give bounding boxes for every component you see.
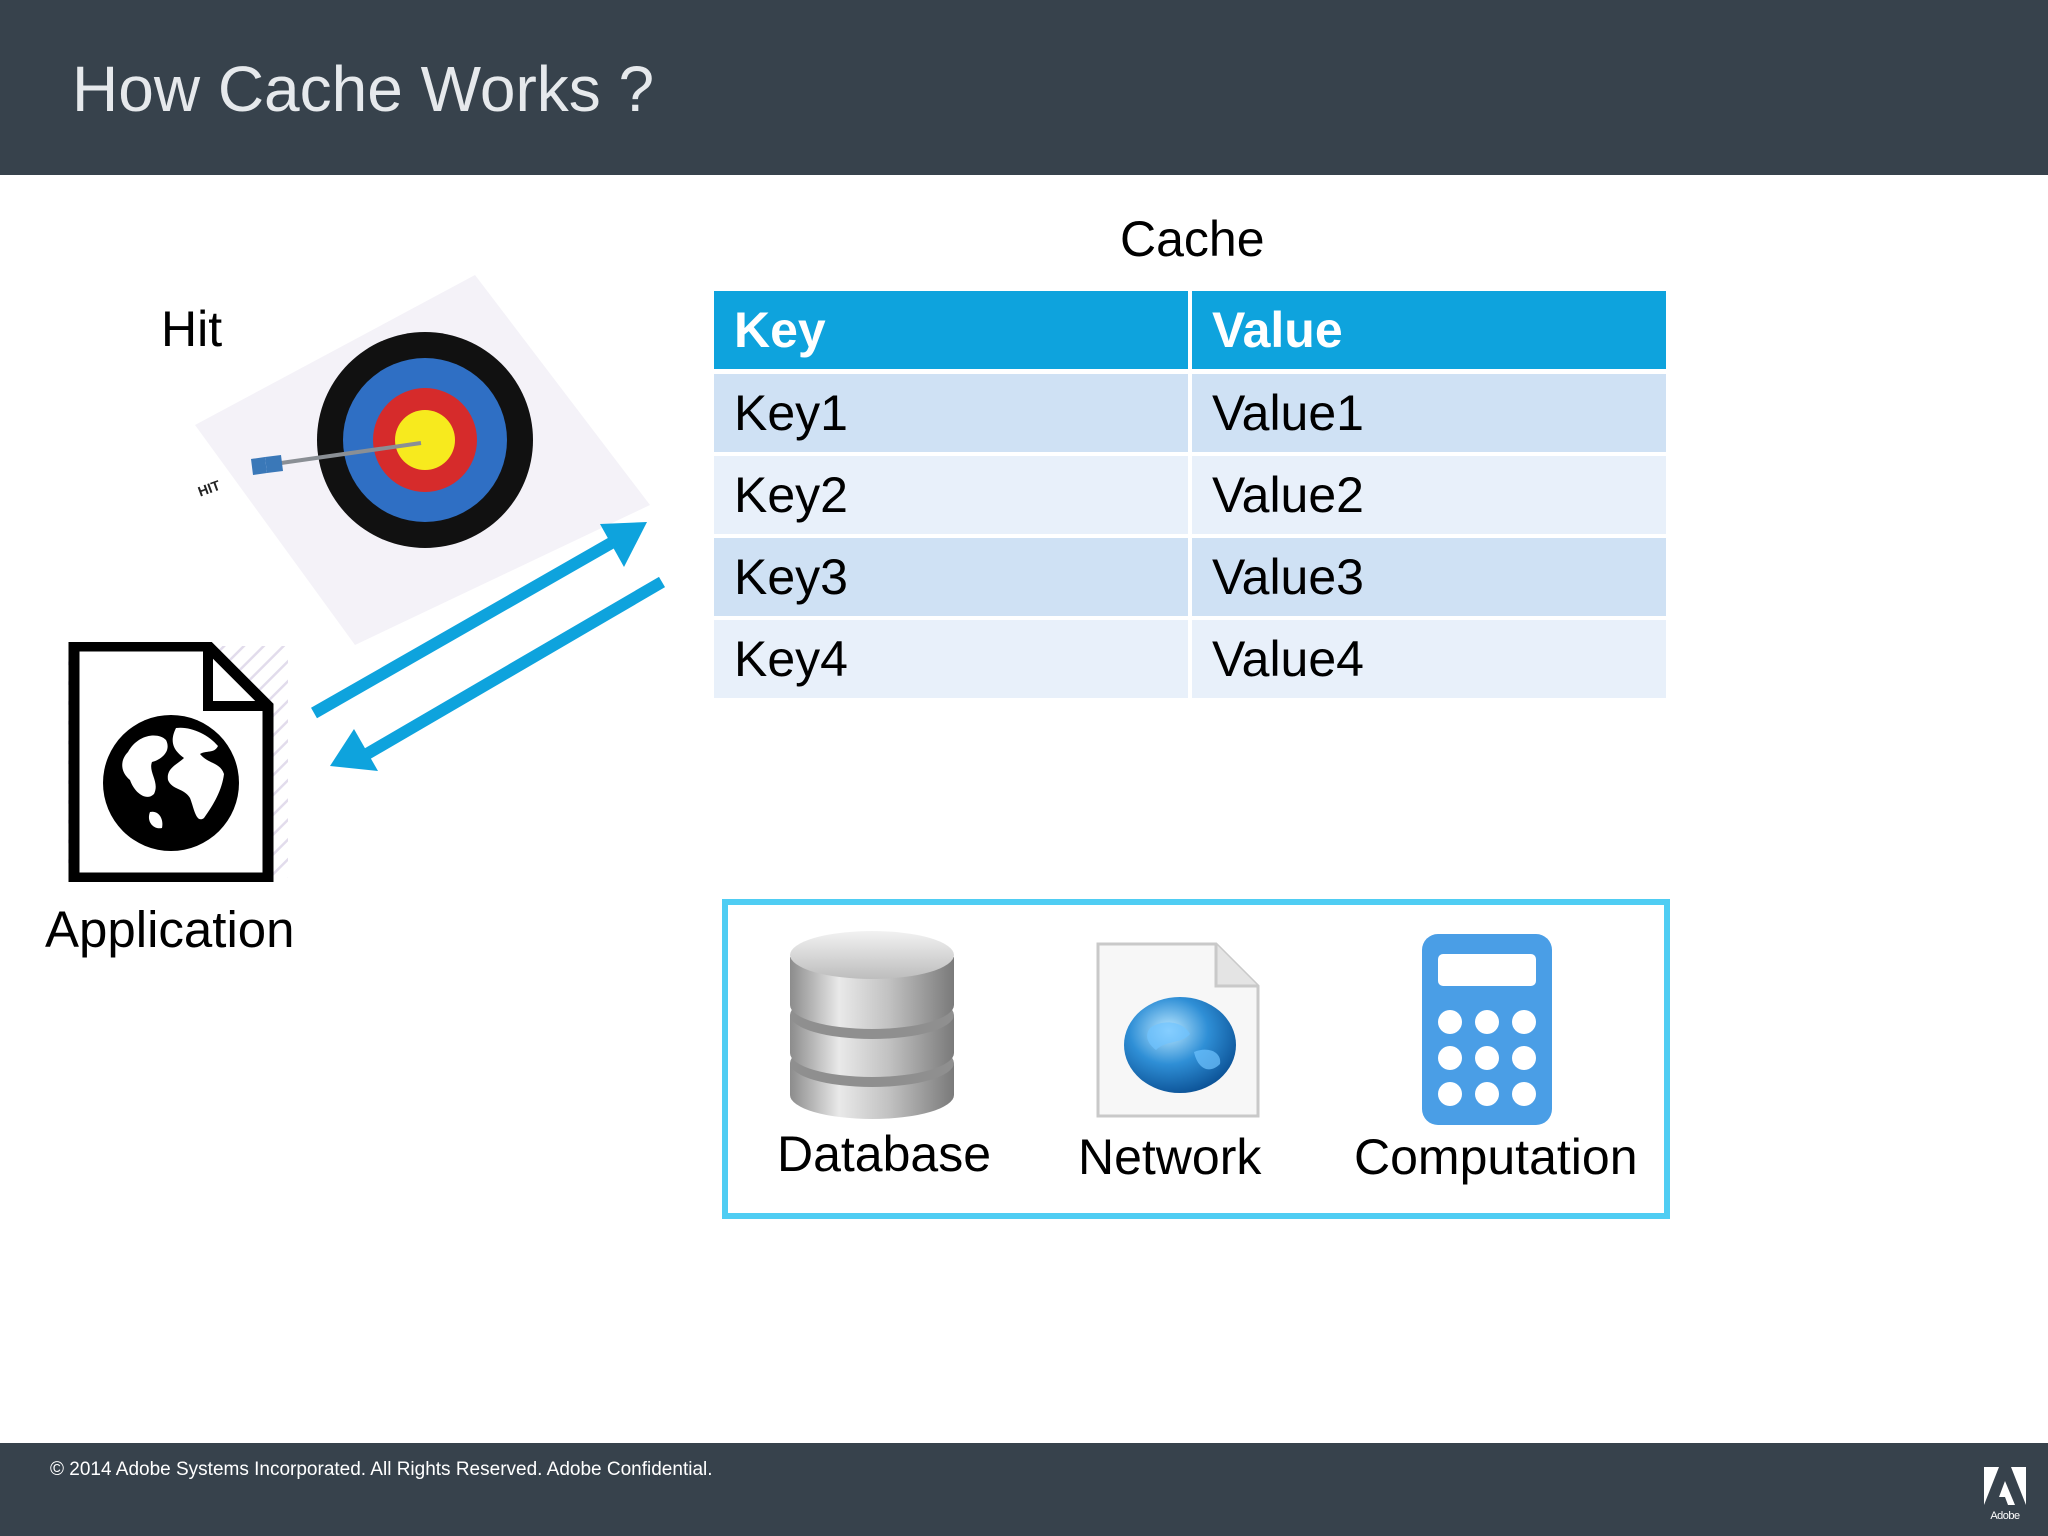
hit-label: Hit <box>161 301 223 357</box>
globe-icon <box>103 715 239 851</box>
value-cell: Value2 <box>1192 456 1666 538</box>
table-row: Key4 Value4 <box>714 620 1666 702</box>
network-document-icon <box>1094 940 1264 1120</box>
network-label: Network <box>1078 1129 1262 1185</box>
adobe-logo-icon: Adobe <box>1980 1467 2030 1529</box>
calculator-icon <box>1420 932 1554 1127</box>
table-row: Key1 Value1 <box>714 374 1666 456</box>
database-label: Database <box>777 1126 992 1182</box>
request-response-arrows <box>300 510 680 780</box>
slide-header: How Cache Works ? <box>0 0 2048 175</box>
computation-label: Computation <box>1354 1129 1638 1185</box>
application-label: Application <box>45 901 295 958</box>
value-cell: Value1 <box>1192 374 1666 456</box>
cache-label: Cache <box>1120 211 1265 267</box>
value-column-header: Value <box>1192 291 1666 374</box>
table-row: Key3 Value3 <box>714 538 1666 620</box>
cache-table: Key Value Key1 Value1 Key2 Value2 Key3 V… <box>714 291 1666 702</box>
svg-text:HIT: HIT <box>196 477 223 500</box>
slide-footer: © 2014 Adobe Systems Incorporated. All R… <box>0 1443 2048 1536</box>
target-image: HIT <box>185 275 650 645</box>
key-cell: Key4 <box>714 620 1192 702</box>
response-arrow-icon <box>330 576 666 771</box>
value-cell: Value4 <box>1192 620 1666 702</box>
request-arrow-icon <box>311 522 647 719</box>
hit-text-on-arrow: HIT <box>196 477 223 500</box>
value-cell: Value3 <box>1192 538 1666 620</box>
table-header-row: Key Value <box>714 291 1666 374</box>
application-document-icon <box>68 640 288 884</box>
slide-title: How Cache Works ? <box>72 53 655 125</box>
copyright-text: © 2014 Adobe Systems Incorporated. All R… <box>50 1459 713 1480</box>
key-cell: Key1 <box>714 374 1192 456</box>
key-column-header: Key <box>714 291 1192 374</box>
table-row: Key2 Value2 <box>714 456 1666 538</box>
database-icon <box>786 925 958 1125</box>
key-cell: Key3 <box>714 538 1192 620</box>
adobe-logo-text: Adobe <box>1990 1510 2020 1522</box>
key-cell: Key2 <box>714 456 1192 538</box>
